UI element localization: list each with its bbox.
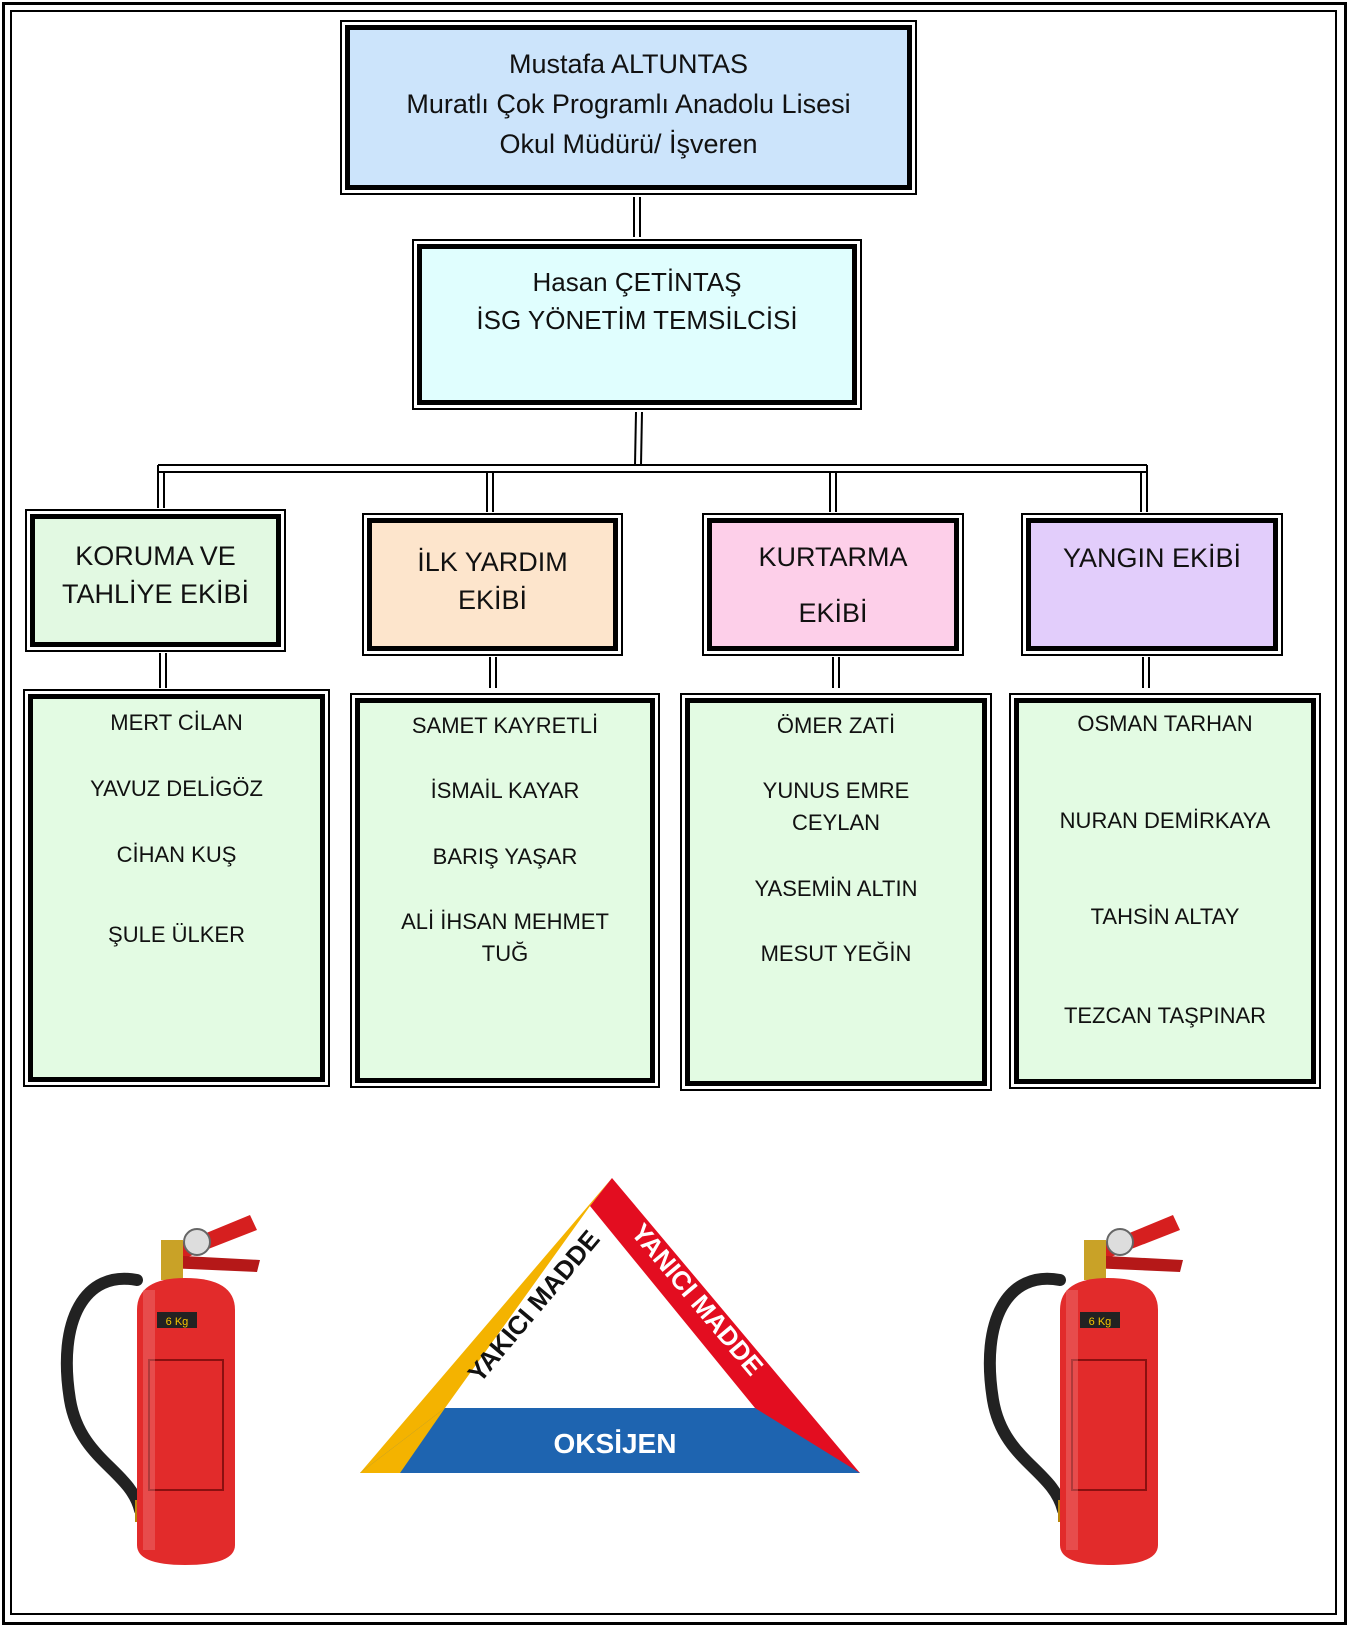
member-name: TEZCAN TAŞPINAR [1063, 1003, 1267, 1028]
triangle-left-side [360, 1178, 612, 1473]
member-name: ŞULE ÜLKER [108, 922, 245, 947]
member-name: BARIŞ YAŞAR [432, 844, 578, 869]
triangle-bottom-label: OKSİJEN [554, 1428, 677, 1459]
team-title-line2: EKİBİ [457, 585, 528, 615]
director-school: Muratlı Çok Programlı Anadolu Lisesi [406, 89, 851, 119]
team-title-line1: YANGIN EKİBİ [1062, 543, 1242, 573]
member-name: CİHAN KUŞ [116, 842, 237, 867]
triangle-right-label: YANICI MADDE [625, 1218, 769, 1382]
director-role: Okul Müdürü/ İşveren [499, 129, 758, 159]
extinguisher-label: 6 Kg [1089, 1316, 1112, 1328]
members-box-protection: MERT CİLAN YAVUZ DELİGÖZ CİHAN KUŞ ŞULE … [23, 689, 330, 1087]
triangle-right-side [590, 1178, 860, 1473]
fire-extinguisher-right: 6 Kg [983, 1215, 1183, 1565]
member-name: TAHSİN ALTAY [1090, 904, 1240, 929]
team-box-rescue: KURTARMA EKİBİ [702, 513, 964, 656]
team-title-line1: İLK YARDIM [417, 547, 568, 577]
representative-role: İSG YÖNETİM TEMSİLCİSİ [476, 305, 798, 335]
member-name: YUNUS EMRE [762, 778, 910, 803]
members-box-fire: OSMAN TARHAN NURAN DEMİRKAYA TAHSİN ALTA… [1009, 693, 1321, 1089]
extinguisher-label: 6 Kg [166, 1316, 189, 1328]
member-name: OSMAN TARHAN [1077, 711, 1253, 736]
team-title-line2: EKİBİ [798, 598, 868, 628]
team-title-line1: KURTARMA [758, 542, 908, 572]
team-box-fire: YANGIN EKİBİ [1021, 513, 1283, 656]
member-name: YASEMİN ALTIN [754, 876, 918, 901]
team-title-line1: KORUMA VE [75, 541, 236, 571]
member-name: TUĞ [481, 941, 529, 966]
representative-box: Hasan ÇETİNTAŞ İSG YÖNETİM TEMSİLCİSİ [412, 239, 862, 410]
member-name: YAVUZ DELİGÖZ [90, 776, 263, 801]
director-name: Mustafa ALTUNTAS [508, 49, 749, 79]
triangle-bottom-side [360, 1408, 860, 1473]
representative-name: Hasan ÇETİNTAŞ [532, 267, 742, 297]
members-box-rescue: ÖMER ZATİ YUNUS EMRE CEYLAN YASEMİN ALTI… [680, 693, 992, 1091]
member-name: MESUT YEĞİN [760, 941, 912, 966]
team-box-protection: KORUMA VE TAHLİYE EKİBİ [25, 509, 286, 652]
member-name: SAMET KAYRETLİ [411, 713, 599, 738]
fire-triangle: YAKICI MADDE YANICI MADDE OKSİJEN [360, 1178, 860, 1473]
fire-extinguisher-left: 6 Kg [60, 1215, 260, 1565]
team-box-first-aid: İLK YARDIM EKİBİ [362, 513, 623, 656]
members-box-first-aid: SAMET KAYRETLİ İSMAİL KAYAR BARIŞ YAŞAR … [350, 693, 660, 1088]
director-box: Mustafa ALTUNTAS Muratlı Çok Programlı A… [340, 20, 917, 195]
member-name: İSMAİL KAYAR [430, 778, 580, 803]
member-name: ALİ İHSAN MEHMET [401, 909, 609, 934]
member-name: NURAN DEMİRKAYA [1059, 808, 1271, 833]
triangle-left-label: YAKICI MADDE [462, 1224, 606, 1388]
page-frame-inner [10, 10, 1337, 1615]
member-name: ÖMER ZATİ [776, 713, 896, 738]
member-name: MERT CİLAN [110, 710, 243, 735]
team-title-line2: TAHLİYE EKİBİ [61, 579, 250, 609]
member-name: CEYLAN [791, 810, 881, 835]
